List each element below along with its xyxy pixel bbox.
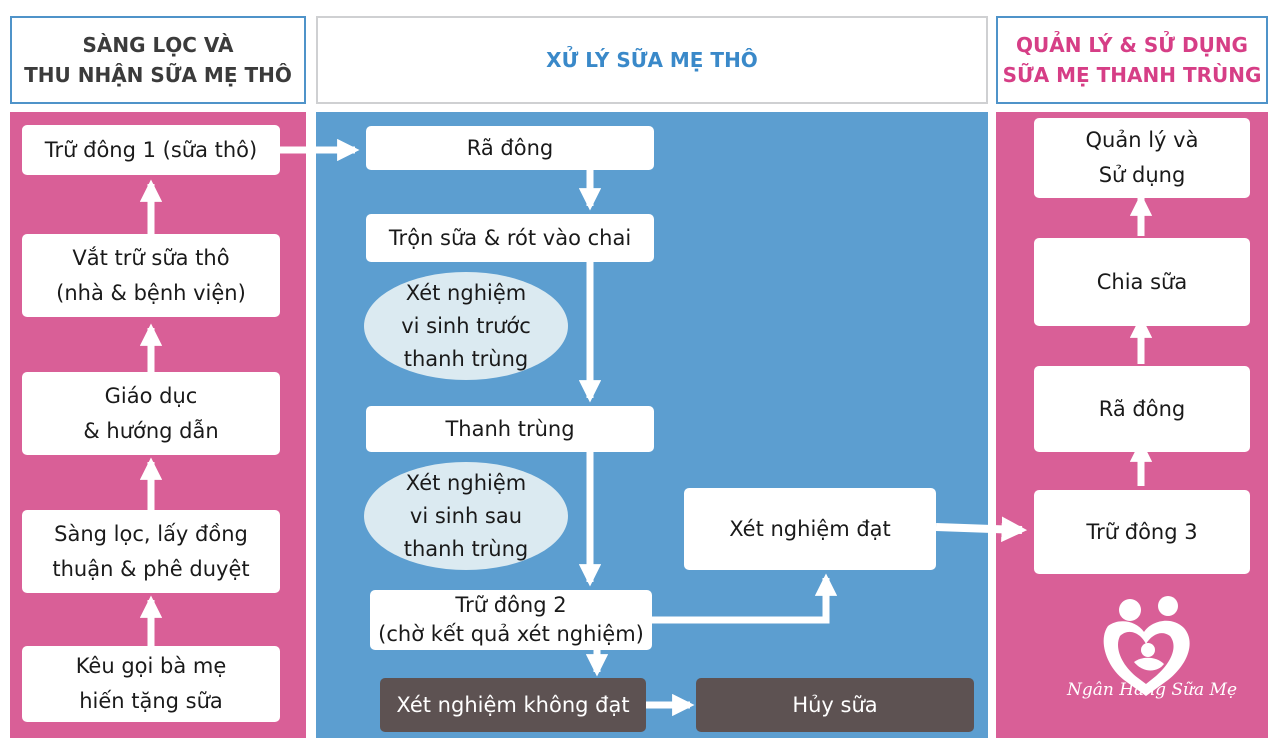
test-before-pasteurization: Xét nghiệm vi sinh trước thanh trùng: [364, 272, 568, 380]
step-mix-and-bottle: Trộn sữa & rót vào chai: [366, 214, 654, 262]
step-thaw-raw: Rã đông: [366, 126, 654, 170]
header-screening-collection: SÀNG LỌC VÀ THU NHẬN SỮA MẸ THÔ: [10, 16, 306, 104]
header-screening-collection-text: SÀNG LỌC VÀ THU NHẬN SỮA MẸ THÔ: [24, 33, 292, 87]
step-divide-milk: Chia sữa: [1034, 238, 1250, 326]
step-freeze-2: Trữ đông 2 (chờ kết quả xét nghiệm): [370, 590, 652, 650]
mother-baby-heart-icon: [1103, 596, 1190, 696]
step-freeze-3: Trữ đông 3: [1034, 490, 1250, 574]
step-express-raw-milk: Vắt trữ sữa thô (nhà & bệnh viện): [22, 234, 280, 317]
result-pass: Xét nghiệm đạt: [684, 488, 936, 570]
test-after-pasteurization: Xét nghiệm vi sinh sau thanh trùng: [364, 462, 568, 570]
step-freeze-1: Trữ đông 1 (sữa thô): [22, 125, 280, 175]
header-management-usage-text: QUẢN LÝ & SỬ DỤNG SỮA MẸ THANH TRÙNG: [1002, 33, 1262, 87]
step-recruit-donors: Kêu gọi bà mẹ hiến tặng sữa: [22, 646, 280, 722]
header-management-usage: QUẢN LÝ & SỬ DỤNG SỮA MẸ THANH TRÙNG: [996, 16, 1268, 104]
step-pasteurize: Thanh trùng: [366, 406, 654, 452]
arrow-freeze2-to-pass: [652, 573, 838, 624]
header-processing-text: XỬ LÝ SỮA MẸ THÔ: [546, 48, 758, 72]
step-manage-use: Quản lý và Sử dụng: [1034, 118, 1250, 198]
step-thaw-pasteurized: Rã đông: [1034, 366, 1250, 452]
step-education: Giáo dục & hướng dẫn: [22, 372, 280, 455]
result-fail: Xét nghiệm không đạt: [380, 678, 646, 732]
logo-text: Ngân Hàng Sữa Mẹ: [1066, 680, 1238, 700]
step-screening-consent: Sàng lọc, lấy đồng thuận & phê duyệt: [22, 510, 280, 593]
step-discard-milk: Hủy sữa: [696, 678, 974, 732]
header-processing: XỬ LÝ SỮA MẸ THÔ: [316, 16, 988, 104]
arrow-pass-to-freeze3: [935, 516, 1028, 543]
